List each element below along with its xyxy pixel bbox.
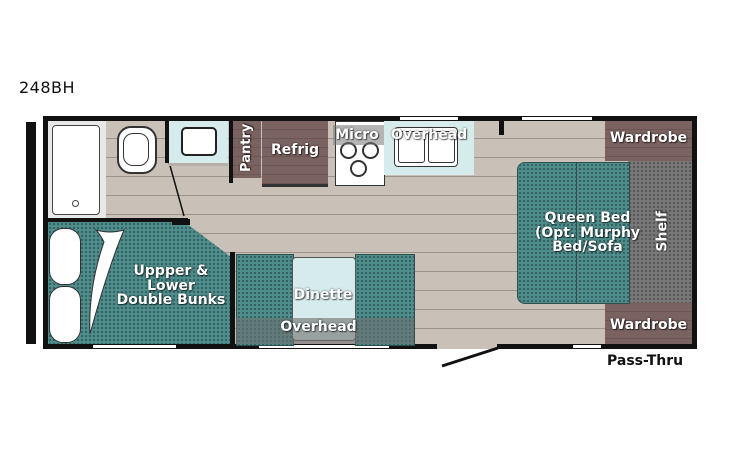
bath-wall (165, 121, 169, 163)
bathtub (52, 125, 100, 215)
queen-bed-label-line3: Bed/Sofa (552, 239, 623, 256)
toilet-icon (117, 126, 157, 174)
pantry-label: Pantry (239, 123, 255, 172)
wardrobe-bottom-label: Wardrobe (609, 317, 688, 333)
shelf-label: Shelf (654, 211, 671, 252)
wardrobe-top-label: Wardrobe (609, 130, 688, 146)
window (400, 117, 458, 120)
pantry (233, 121, 261, 178)
double-sink-icon (394, 127, 458, 167)
light-switch (172, 219, 190, 225)
refrigerator (262, 121, 328, 187)
overhead-dinette-label: Overhead (280, 319, 357, 335)
bunks-label-line2: Lower (147, 277, 195, 294)
left-wall (43, 116, 48, 349)
hitch-wall (26, 122, 36, 344)
blanket-fold-icon (89, 228, 125, 335)
dinette-label: Dinette (293, 287, 353, 303)
refrig-label: Refrig (270, 142, 320, 158)
bunk-dinette-wall (230, 252, 235, 344)
thermostat (499, 121, 504, 135)
micro-label: Micro (335, 127, 379, 143)
queen-bed-label: Queen Bed (Opt. Murphy Bed/Sofa (520, 211, 655, 255)
bath-bunk-wall (48, 218, 188, 222)
pillow-icon (49, 228, 81, 285)
entry-door (441, 346, 499, 368)
queen-bed (517, 162, 630, 304)
model-name: 248BH (19, 78, 76, 97)
overhead-kitchen-label: Overhead (390, 127, 468, 143)
shelf (628, 161, 692, 303)
window (573, 345, 601, 348)
window (259, 345, 389, 348)
pantry-wall (229, 121, 233, 183)
window (93, 345, 176, 348)
pillow-icon (49, 286, 81, 343)
top-wall (43, 116, 697, 121)
door-opening (437, 344, 497, 349)
wardrobe-top (605, 121, 692, 161)
queen-bed-label-line2: (Opt. Murphy (534, 224, 641, 241)
bunks-label-line3: Double Bunks (116, 292, 226, 309)
burner-icon (350, 160, 367, 177)
pass-thru-label: Pass-Thru (607, 353, 684, 369)
window (522, 117, 592, 120)
drain-icon (72, 200, 79, 207)
bath-door (168, 161, 185, 217)
bunks-label: Uppper & Lower Double Bunks (112, 264, 230, 308)
overhead-dinette-cabinet (236, 318, 414, 344)
sink-icon (181, 127, 217, 156)
wardrobe-bottom (605, 303, 692, 344)
queen-bed-label-line1: Queen Bed (544, 210, 631, 226)
vanity (169, 121, 228, 166)
kitchen-counter (384, 121, 474, 175)
bunks-label-line1: Uppper & (133, 263, 209, 279)
right-wall (692, 116, 697, 349)
